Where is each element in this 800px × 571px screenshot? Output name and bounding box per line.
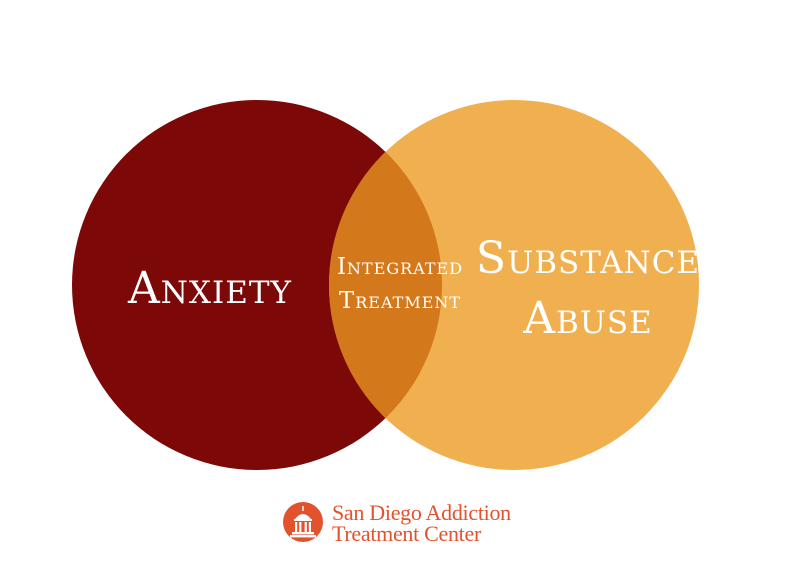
venn-diagram: Anxiety Integrated Treatment Substance A… — [72, 100, 700, 470]
anxiety-circle — [72, 100, 442, 470]
substance-abuse-label-line-1: Substance — [476, 233, 700, 284]
organization-logo: San Diego Addiction Treatment Center — [282, 499, 542, 551]
substance-abuse-circle — [329, 100, 699, 470]
logo-text-line-2: Treatment Center — [332, 521, 481, 546]
anxiety-label: Anxiety — [127, 263, 292, 314]
building-dome-icon — [283, 502, 323, 542]
overlap-label-line-2: Treatment — [339, 288, 461, 314]
overlap-label-line-1: Integrated — [337, 254, 463, 280]
substance-abuse-label-line-2: Abuse — [522, 293, 653, 344]
logo-text-line-1: San Diego Addiction — [332, 500, 511, 525]
